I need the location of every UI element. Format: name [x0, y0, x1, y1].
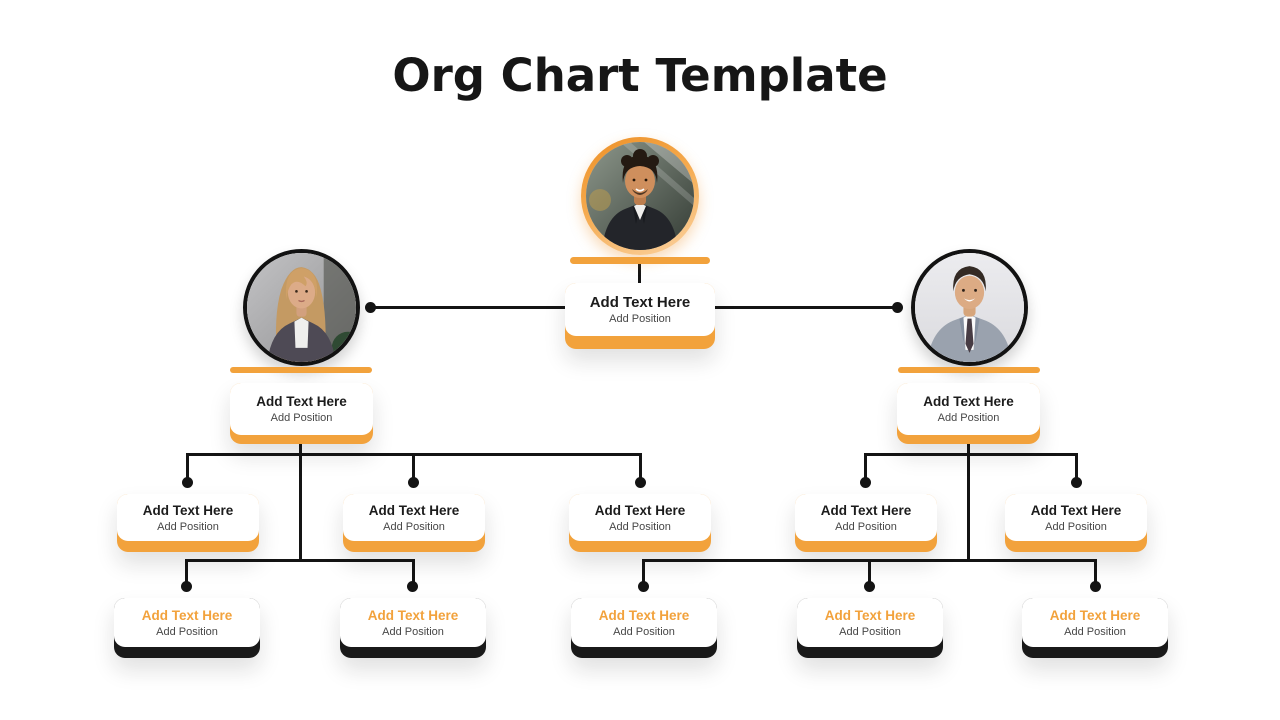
connector-drop: [185, 559, 188, 585]
level3-name-5[interactable]: Add Text Here: [1030, 503, 1122, 518]
connector-drop: [868, 559, 871, 585]
connector-drop: [186, 453, 189, 481]
ceo-avatar: [586, 142, 694, 250]
connector-level1-right: [710, 306, 898, 309]
level4-card-5[interactable]: Add Text Here Add Position: [1022, 598, 1168, 658]
manager-left-avatar-image: [247, 253, 356, 362]
level3-position-2[interactable]: Add Position: [383, 521, 445, 533]
level3-card-5[interactable]: Add Text Here Add Position: [1005, 494, 1147, 552]
level4-name-3[interactable]: Add Text Here: [598, 608, 690, 623]
manager-right-photo[interactable]: [911, 249, 1028, 366]
level4-card-3[interactable]: Add Text Here Add Position: [571, 598, 717, 658]
level4-card-2[interactable]: Add Text Here Add Position: [340, 598, 486, 658]
manager-left-position[interactable]: Add Position: [270, 412, 333, 424]
connector-dot: [860, 477, 871, 488]
level4-name-5[interactable]: Add Text Here: [1049, 608, 1141, 623]
connector-dot: [407, 581, 418, 592]
manager-right-avatar: [915, 253, 1024, 362]
level3-name-3[interactable]: Add Text Here: [594, 503, 686, 518]
level4-card-1[interactable]: Add Text Here Add Position: [114, 598, 260, 658]
level4-position-1[interactable]: Add Position: [156, 626, 218, 638]
connector-dot: [1090, 581, 1101, 592]
connector-dot: [365, 302, 376, 313]
level4-name-1[interactable]: Add Text Here: [141, 608, 233, 623]
connector-dot: [892, 302, 903, 313]
connector-dot: [864, 581, 875, 592]
connector-right-trunk: [967, 443, 970, 562]
manager-right-avatar-image: [915, 253, 1024, 362]
level3-name-2[interactable]: Add Text Here: [368, 503, 460, 518]
ceo-card[interactable]: Add Text Here Add Position: [565, 283, 715, 349]
manager-left-avatar: [247, 253, 356, 362]
manager-right-position[interactable]: Add Position: [937, 412, 1000, 424]
connector-level3-right-h: [864, 453, 1078, 456]
level4-position-4[interactable]: Add Position: [839, 626, 901, 638]
level3-position-1[interactable]: Add Position: [157, 521, 219, 533]
connector-dot: [408, 477, 419, 488]
connector-drop: [412, 453, 415, 481]
connector-dot: [182, 477, 193, 488]
level3-card-4[interactable]: Add Text Here Add Position: [795, 494, 937, 552]
manager-right-photo-accent-bar: [898, 367, 1040, 373]
level3-name-4[interactable]: Add Text Here: [820, 503, 912, 518]
level3-card-2[interactable]: Add Text Here Add Position: [343, 494, 485, 552]
manager-left-photo-accent-bar: [230, 367, 372, 373]
level3-name-1[interactable]: Add Text Here: [142, 503, 234, 518]
manager-right-card[interactable]: Add Text Here Add Position: [897, 383, 1040, 444]
manager-left-card[interactable]: Add Text Here Add Position: [230, 383, 373, 444]
ceo-position[interactable]: Add Position: [609, 313, 671, 325]
level4-card-4[interactable]: Add Text Here Add Position: [797, 598, 943, 658]
ceo-name[interactable]: Add Text Here: [589, 294, 691, 311]
page-title: Org Chart Template: [392, 49, 888, 102]
connector-drop: [412, 559, 415, 585]
connector-ceo-stub: [638, 264, 641, 284]
level4-position-2[interactable]: Add Position: [382, 626, 444, 638]
connector-dot: [638, 581, 649, 592]
level4-position-5[interactable]: Add Position: [1064, 626, 1126, 638]
level3-card-1[interactable]: Add Text Here Add Position: [117, 494, 259, 552]
ceo-avatar-image: [586, 142, 694, 250]
connector-drop: [1094, 559, 1097, 585]
manager-left-photo[interactable]: [243, 249, 360, 366]
connector-drop: [864, 453, 867, 481]
level3-position-3[interactable]: Add Position: [609, 521, 671, 533]
ceo-photo[interactable]: [581, 137, 699, 255]
connector-drop: [642, 559, 645, 585]
level4-name-4[interactable]: Add Text Here: [824, 608, 916, 623]
manager-right-name[interactable]: Add Text Here: [923, 394, 1014, 409]
level3-card-3[interactable]: Add Text Here Add Position: [569, 494, 711, 552]
manager-left-name[interactable]: Add Text Here: [256, 394, 347, 409]
level3-position-5[interactable]: Add Position: [1045, 521, 1107, 533]
connector-dot: [181, 581, 192, 592]
connector-dot: [635, 477, 646, 488]
ceo-photo-accent-bar: [570, 257, 710, 264]
connector-dot: [1071, 477, 1082, 488]
connector-drop: [1075, 453, 1078, 481]
connector-drop: [639, 453, 642, 481]
level4-name-2[interactable]: Add Text Here: [367, 608, 459, 623]
connector-left-trunk: [299, 443, 302, 562]
level3-position-4[interactable]: Add Position: [835, 521, 897, 533]
connector-level1-left: [370, 306, 570, 309]
connector-level4-left-h: [185, 559, 415, 562]
level4-position-3[interactable]: Add Position: [613, 626, 675, 638]
